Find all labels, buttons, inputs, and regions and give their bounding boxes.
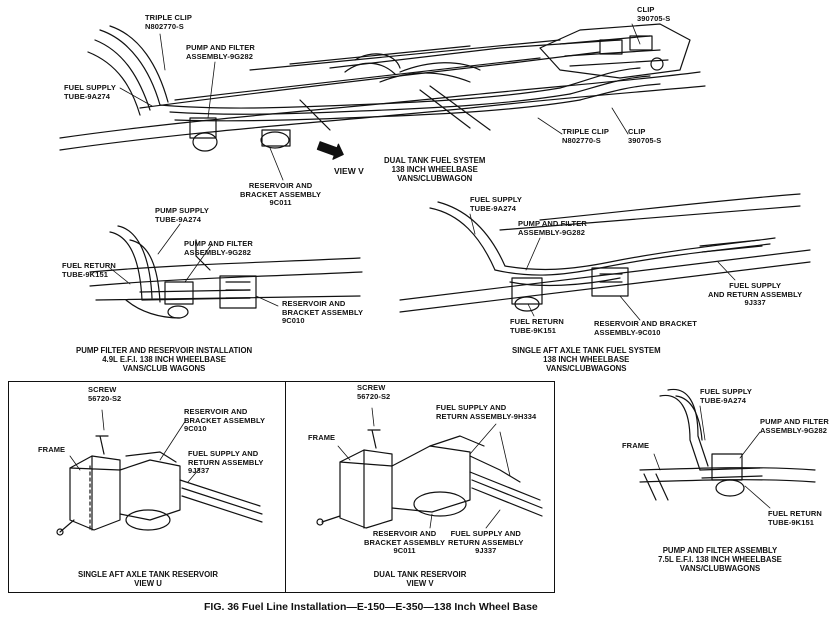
box-right-leaders (337, 407, 511, 529)
top-frame-rails (59, 39, 706, 151)
box-right-art (316, 429, 543, 529)
top-clip-assembly (539, 23, 691, 79)
label-view-v: VIEW V (334, 166, 364, 176)
top-pump-reservoir (189, 53, 401, 152)
mid-right-art (399, 193, 811, 313)
top-leaders (119, 23, 641, 181)
mid-left-leaders (109, 223, 279, 307)
top-fuel-lines (87, 25, 661, 122)
mid-right-leaders (469, 213, 736, 321)
view-v-box (285, 381, 555, 593)
figure-caption: FIG. 36 Fuel Line Installation—E-150—E-3… (204, 601, 538, 613)
view-v-arrow (316, 141, 344, 160)
box-left-leaders (69, 409, 201, 483)
label-frame-view-v: FRAME (308, 433, 336, 442)
bottom-right-leaders (653, 405, 771, 509)
label-frame-bottom-right: FRAME (622, 441, 650, 450)
mid-left-art (89, 225, 363, 319)
bottom-right-art (639, 388, 816, 501)
box-left-art (56, 435, 263, 536)
label-frame-view-u: FRAME (38, 445, 66, 454)
